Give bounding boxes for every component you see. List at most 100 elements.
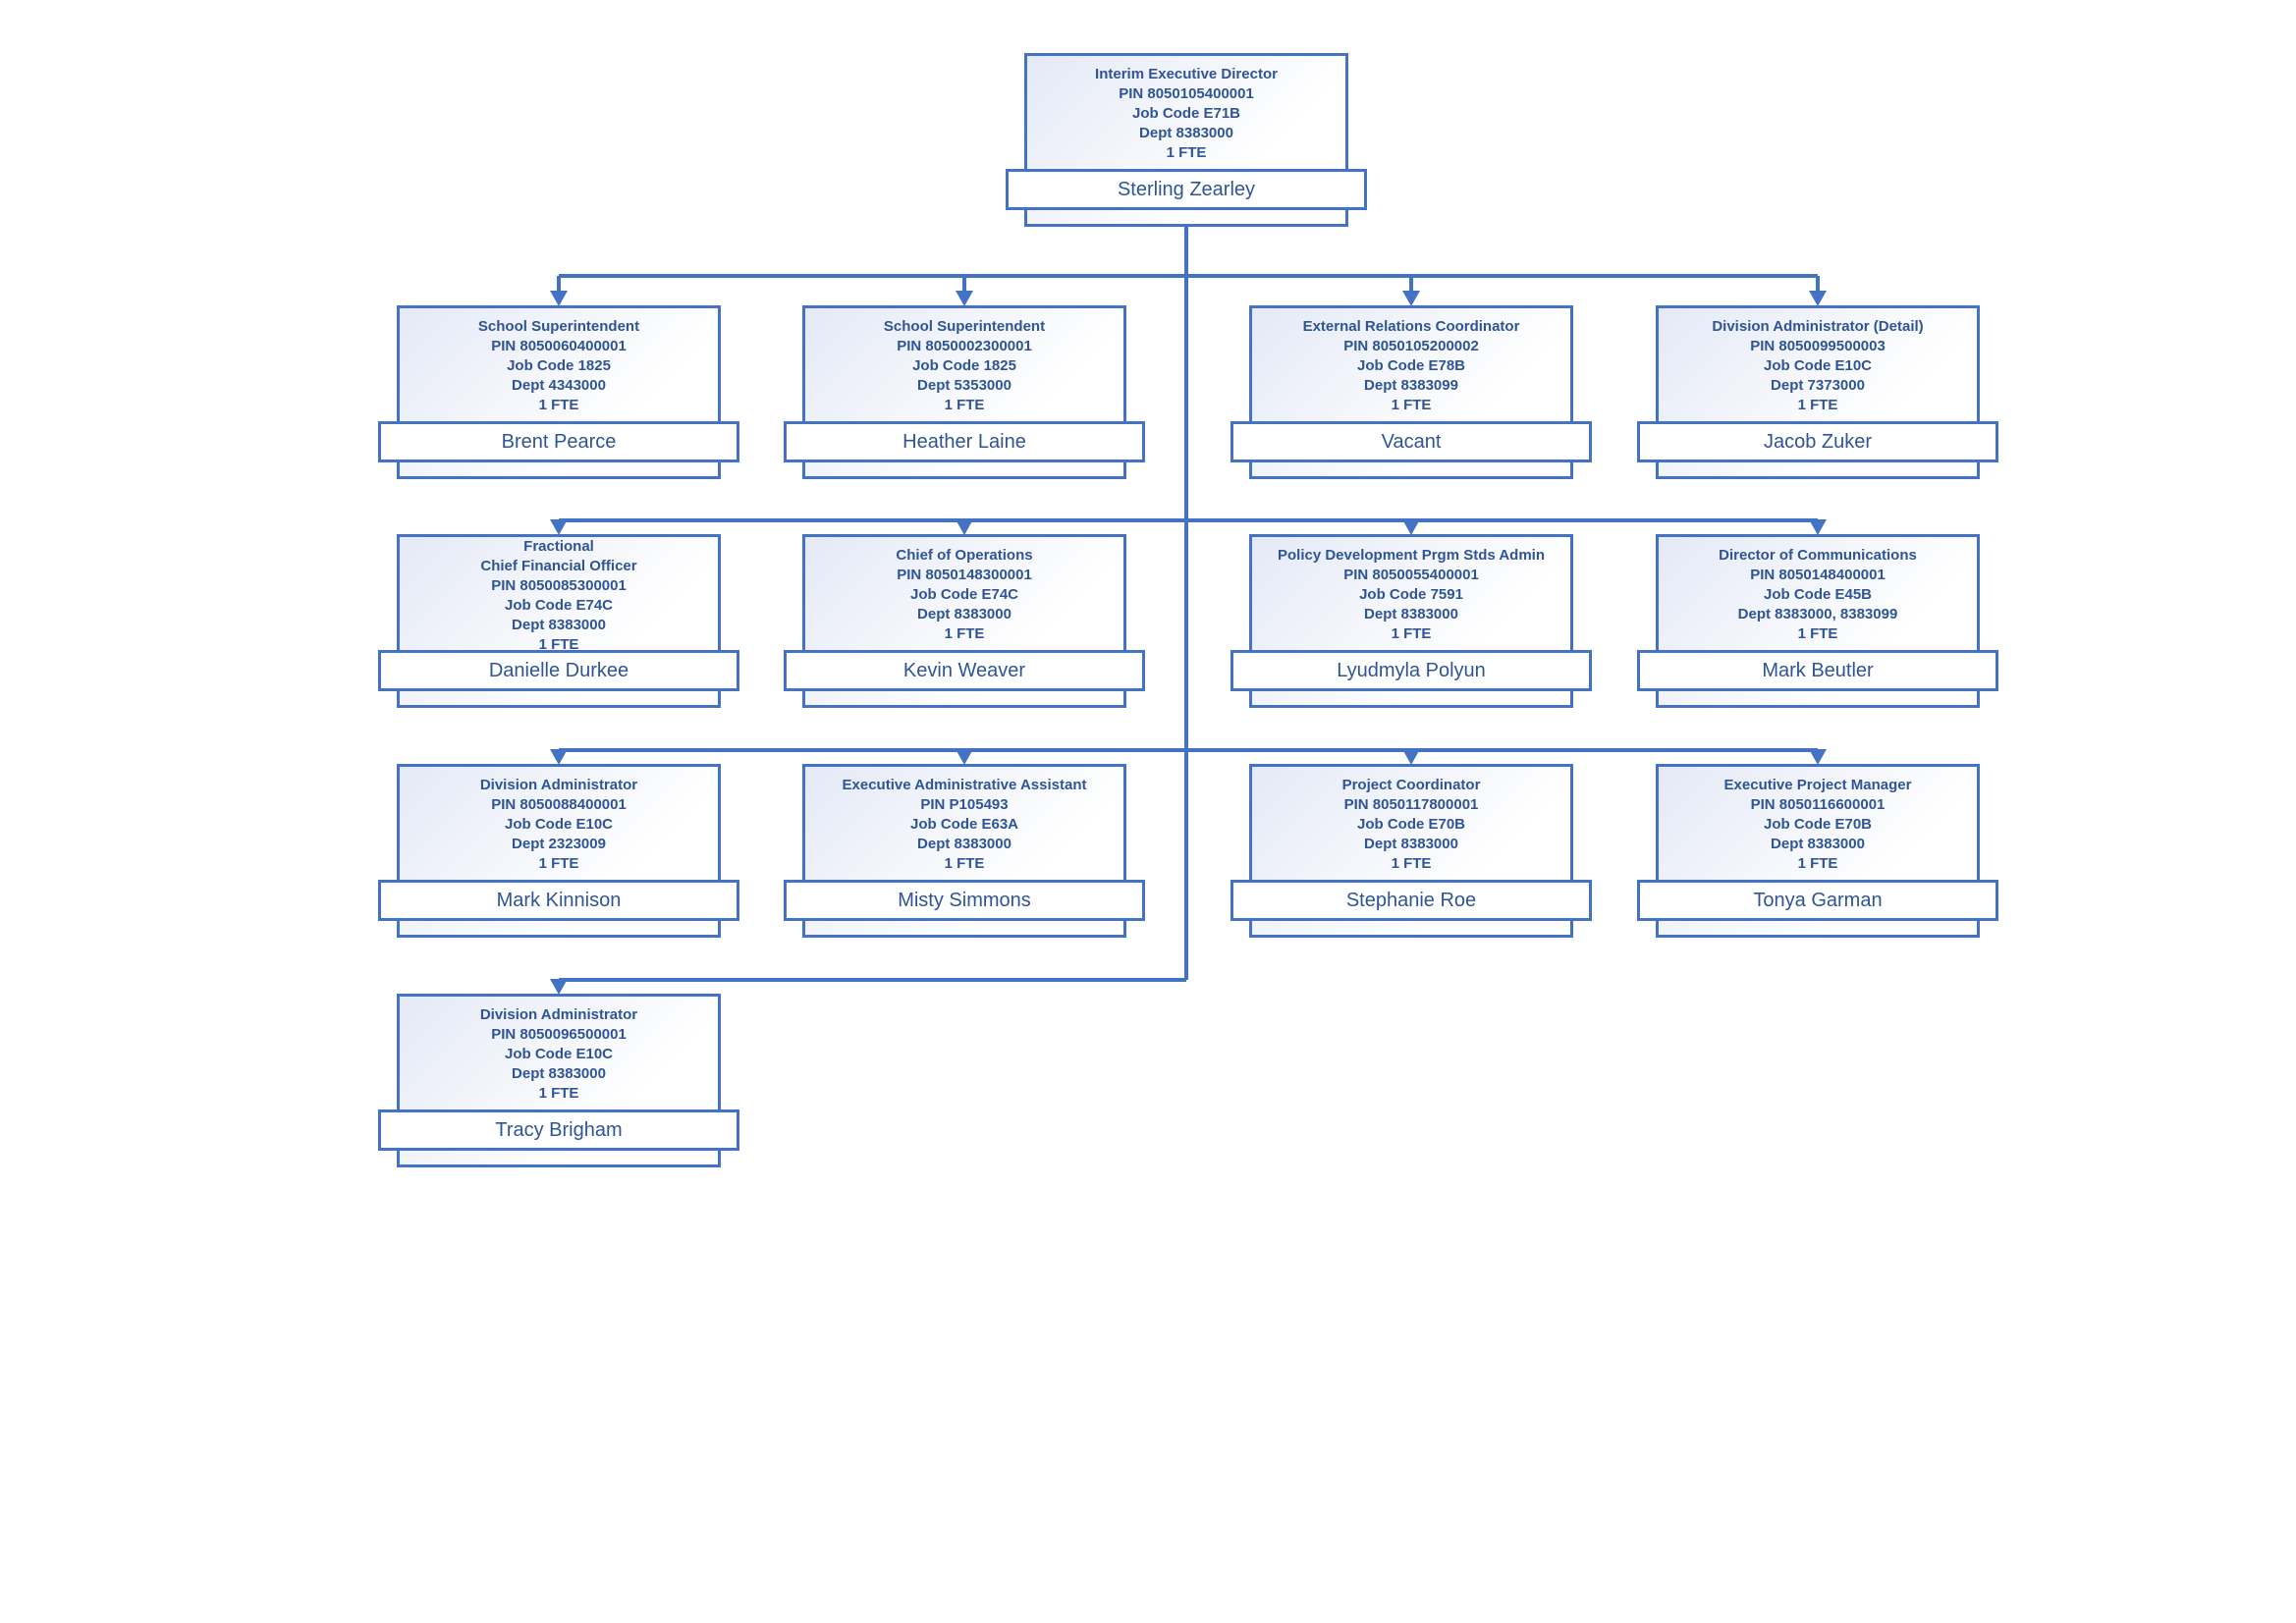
position-detail: Job Code E70B: [1356, 816, 1466, 833]
position-detail: PIN 8050148400001: [1750, 567, 1886, 583]
employee-name: Kevin Weaver: [784, 650, 1145, 691]
position-detail: Dept 8383000: [1364, 836, 1458, 852]
position-title: Executive Administrative Assistant: [842, 777, 1087, 793]
position-title: Chief of Operations: [896, 547, 1033, 564]
position-detail: 1 FTE: [1391, 397, 1432, 413]
position-detail: PIN 8050002300001: [897, 338, 1032, 354]
position-detail: 1 FTE: [538, 1085, 579, 1102]
position-title: Policy Development Prgm Stds Admin: [1278, 547, 1545, 564]
connector-arrow: [1809, 749, 1827, 765]
position-detail: 1 FTE: [944, 397, 985, 413]
position-detail: PIN 8050055400001: [1343, 567, 1479, 583]
position-detail: PIN 8050060400001: [491, 338, 627, 354]
position-detail: PIN 8050096500001: [491, 1026, 627, 1043]
employee-name: Sterling Zearley: [1006, 169, 1367, 210]
position-title: Interim Executive Director: [1095, 66, 1278, 82]
position-title: Executive Project Manager: [1723, 777, 1912, 793]
position-detail: Dept 8383000: [1771, 836, 1865, 852]
employee-name: Brent Pearce: [378, 421, 739, 462]
position-detail: PIN 8050116600001: [1750, 796, 1886, 813]
position-detail: Dept 8383099: [1364, 377, 1458, 394]
position-title: School Superintendent: [477, 318, 640, 335]
position-title: Project Coordinator: [1341, 777, 1481, 793]
position-detail: Job Code 1825: [507, 357, 611, 374]
position-detail: Job Code 7591: [1359, 586, 1463, 603]
connector-arrow: [550, 749, 568, 765]
position-detail: Job Code E10C: [504, 816, 614, 833]
position-detail: PIN 8050099500003: [1750, 338, 1886, 354]
employee-name: Heather Laine: [784, 421, 1145, 462]
position-title: School Superintendent: [883, 318, 1046, 335]
connector-arrow: [1402, 291, 1420, 306]
position-detail: Dept 2323009: [512, 836, 606, 852]
employee-name: Jacob Zuker: [1637, 421, 1998, 462]
position-detail: 1 FTE: [538, 397, 579, 413]
position-detail: Job Code E71B: [1131, 105, 1241, 122]
position-detail: Job Code E10C: [504, 1046, 614, 1062]
connector-arrow: [1402, 749, 1420, 765]
position-detail: 1 FTE: [1391, 625, 1432, 642]
connector-arrow: [1402, 519, 1420, 535]
employee-name: Vacant: [1230, 421, 1592, 462]
position-detail: Job Code E10C: [1763, 357, 1873, 374]
position-detail: Dept 8383000: [512, 617, 606, 633]
position-detail: 1 FTE: [1797, 855, 1838, 872]
position-detail: 1 FTE: [538, 855, 579, 872]
position-detail: PIN 8050148300001: [897, 567, 1032, 583]
position-detail: PIN 8050088400001: [491, 796, 627, 813]
position-detail: 1 FTE: [1166, 144, 1207, 161]
connector-arrow: [1809, 291, 1827, 306]
position-detail: Dept 4343000: [512, 377, 606, 394]
position-detail: PIN 8050117800001: [1343, 796, 1479, 813]
position-detail: PIN 8050105200002: [1343, 338, 1479, 354]
position-detail: Dept 7373000: [1771, 377, 1865, 394]
position-detail: 1 FTE: [944, 625, 985, 642]
position-detail: 1 FTE: [1797, 397, 1838, 413]
connector-arrow: [550, 979, 568, 995]
position-detail: Job Code E45B: [1763, 586, 1873, 603]
position-title: Director of Communications: [1719, 547, 1917, 564]
position-detail: Dept 8383000: [512, 1065, 606, 1082]
connector-arrow: [1809, 519, 1827, 535]
position-detail: Dept 5353000: [917, 377, 1011, 394]
employee-name: Stephanie Roe: [1230, 880, 1592, 921]
employee-name: Tracy Brigham: [378, 1109, 739, 1151]
position-detail: 1 FTE: [1797, 625, 1838, 642]
position-detail: 1 FTE: [944, 855, 985, 872]
position-detail: Job Code E63A: [909, 816, 1019, 833]
employee-name: Misty Simmons: [784, 880, 1145, 921]
position-title: Division Administrator (Detail): [1712, 318, 1924, 335]
connector-arrow: [956, 749, 973, 765]
position-detail: PIN 8050085300001: [491, 577, 627, 594]
employee-name: Mark Kinnison: [378, 880, 739, 921]
connector-arrow: [956, 291, 973, 306]
position-detail: Chief Financial Officer: [480, 558, 637, 574]
position-detail: Dept 8383000: [1139, 125, 1233, 141]
connector-arrow: [956, 519, 973, 535]
position-detail: Job Code E74C: [504, 597, 614, 614]
position-detail: Job Code E78B: [1356, 357, 1466, 374]
employee-name: Lyudmyla Polyun: [1230, 650, 1592, 691]
employee-name: Tonya Garman: [1637, 880, 1998, 921]
employee-name: Mark Beutler: [1637, 650, 1998, 691]
position-detail: Dept 8383000: [1364, 606, 1458, 622]
position-detail: 1 FTE: [1391, 855, 1432, 872]
position-detail: Job Code 1825: [912, 357, 1016, 374]
position-title: Division Administrator: [479, 777, 638, 793]
position-detail: PIN P105493: [920, 796, 1009, 813]
employee-name: Danielle Durkee: [378, 650, 739, 691]
position-detail: PIN 8050105400001: [1119, 85, 1254, 102]
connector-arrow: [550, 291, 568, 306]
position-detail: Job Code E74C: [909, 586, 1019, 603]
position-detail: Dept 8383000, 8383099: [1737, 606, 1898, 622]
position-detail: 1 FTE: [538, 636, 579, 653]
connector-arrow: [550, 519, 568, 535]
position-detail: Dept 8383000: [917, 836, 1011, 852]
position-detail: Job Code E70B: [1763, 816, 1873, 833]
position-detail: Dept 8383000: [917, 606, 1011, 622]
position-title: Division Administrator: [479, 1006, 638, 1023]
